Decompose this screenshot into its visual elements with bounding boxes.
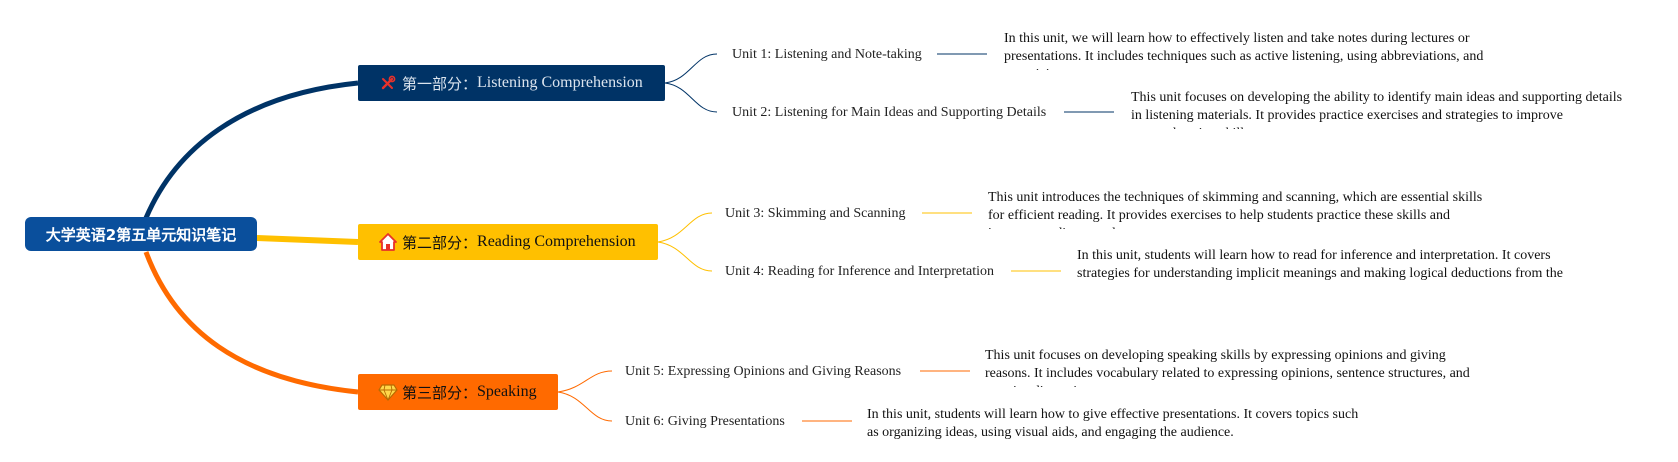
connector-b1-u2 xyxy=(664,82,718,113)
unit-6-title[interactable]: Unit 6: Giving Presentations xyxy=(625,414,785,429)
unit-2-description: This unit focuses on developing the abil… xyxy=(1131,90,1623,129)
root-topic[interactable]: 大学英语2第五单元知识笔记 xyxy=(25,217,257,251)
unit-2-title[interactable]: Unit 2: Listening for Main Ideas and Sup… xyxy=(732,105,1047,120)
connector-b3-u5 xyxy=(557,370,613,393)
unit-5-title[interactable]: Unit 5: Expressing Opinions and Giving R… xyxy=(625,364,902,379)
unit-3-description: This unit introduces the techniques of s… xyxy=(988,190,1483,229)
unit-3-title[interactable]: Unit 3: Skimming and Scanning xyxy=(725,206,906,221)
branch-prefix: 第一部分： xyxy=(402,74,478,93)
branch-reading[interactable]: 第二部分： Reading Comprehension xyxy=(358,224,658,260)
diamond-icon xyxy=(376,380,400,404)
unit-1-title[interactable]: Unit 1: Listening and Note-taking xyxy=(732,47,922,62)
connector-b3-u6 xyxy=(557,391,613,422)
connector-root-reading xyxy=(256,235,359,245)
connector-b2-u3 xyxy=(657,212,713,243)
branch-label: Listening Comprehension xyxy=(477,74,643,91)
unit-4-title[interactable]: Unit 4: Reading for Inference and Interp… xyxy=(725,264,995,279)
branch-label: Speaking xyxy=(477,383,537,400)
branch-label: Reading Comprehension xyxy=(477,233,636,250)
branch-speaking[interactable]: 第三部分： Speaking xyxy=(358,374,558,410)
unit-1-description: In this unit, we will learn how to effec… xyxy=(1004,31,1484,70)
connector-root-listening xyxy=(143,80,359,219)
branch-listening[interactable]: 第一部分： Listening Comprehension xyxy=(358,65,665,101)
house-icon xyxy=(376,230,400,254)
unit-5-description: This unit focuses on developing speaking… xyxy=(985,348,1470,387)
branch-prefix: 第二部分： xyxy=(402,233,478,252)
connector-root-speaking xyxy=(143,251,359,395)
connector-b2-u4 xyxy=(657,241,713,272)
branch-prefix: 第三部分： xyxy=(402,383,478,402)
unit-6-description: In this unit, students will learn how to… xyxy=(867,407,1359,440)
tools-icon xyxy=(376,71,400,95)
unit-4-description: In this unit, students will learn how to… xyxy=(1077,248,1563,287)
connector-b1-u1 xyxy=(664,53,718,84)
